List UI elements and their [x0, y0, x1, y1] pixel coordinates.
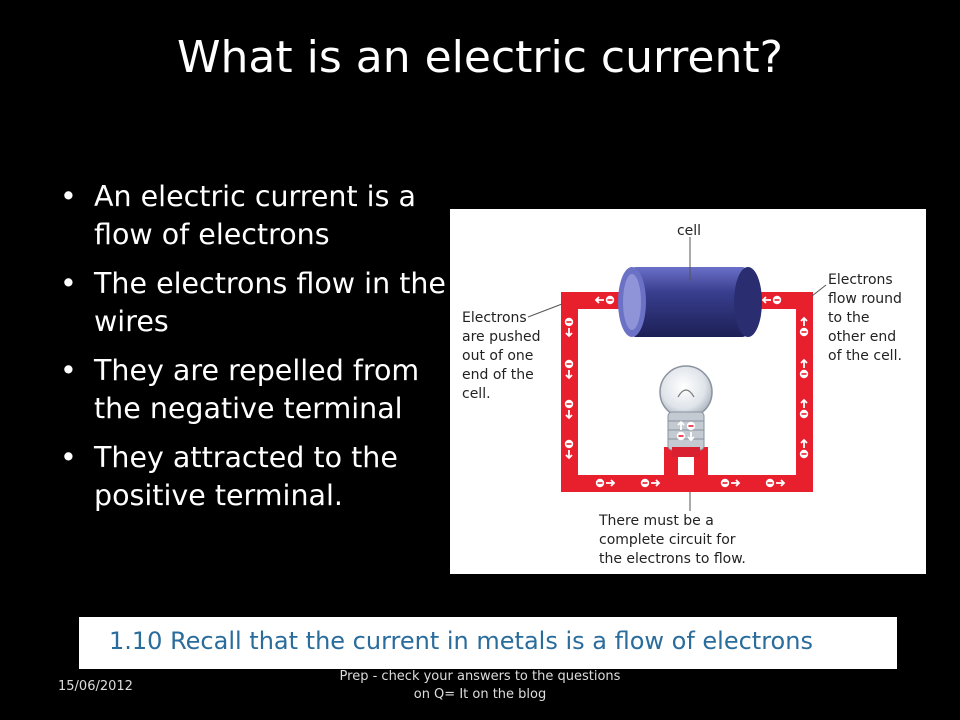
right-note: Electrons flow round to the other end of…: [828, 272, 902, 364]
electron-marker: [799, 358, 809, 379]
cell-label: cell: [677, 223, 701, 239]
electron-marker: [799, 398, 809, 419]
slide-date: 15/06/2012: [58, 679, 133, 694]
electron-marker: [564, 439, 574, 460]
bullet-dot: •: [60, 441, 77, 474]
note-line: are pushed: [462, 329, 541, 345]
note-line: other end: [828, 329, 896, 345]
circuit-diagram: cell Electrons are pushed out of one end…: [450, 209, 926, 574]
note-line: There must be a: [598, 513, 714, 529]
note-line: of the cell.: [828, 348, 902, 364]
bullet-item: • An electric current is a flow of electr…: [58, 178, 448, 254]
note-line: Electrons: [462, 310, 527, 326]
electron-marker: [799, 438, 809, 459]
cell-battery: [618, 237, 762, 337]
bullet-text: The electrons flow in the wires: [94, 267, 446, 338]
wire-segment: [561, 292, 578, 492]
bullet-dot: •: [60, 267, 77, 300]
left-note: Electrons are pushed out of one end of t…: [462, 310, 541, 402]
circuit-svg: cell Electrons are pushed out of one end…: [462, 223, 902, 567]
wire-segment: [796, 292, 813, 492]
note-line: cell.: [462, 386, 491, 402]
bullet-list: • An electric current is a flow of electr…: [58, 178, 448, 526]
callout-lines: [527, 284, 827, 511]
electron-marker: [564, 317, 574, 338]
electron-marker: [564, 359, 574, 380]
bulb-icon: [659, 365, 713, 457]
bullet-item: • The electrons flow in the wires: [58, 265, 448, 341]
electron-marker: [765, 478, 786, 488]
note-line: Electrons: [828, 272, 893, 288]
electron-marker: [720, 478, 741, 488]
electron-markers: [564, 295, 809, 488]
note-line: complete circuit for: [599, 532, 736, 548]
electron-marker: [676, 420, 686, 441]
note-line: the electrons to flow.: [599, 551, 746, 567]
bullet-item: • They are repelled from the negative ter…: [58, 352, 448, 428]
bottom-note: There must be a complete circuit for the…: [598, 513, 746, 567]
footer-note: Prep - check your answers to the questio…: [330, 668, 630, 704]
electron-marker: [761, 295, 782, 305]
note-line: end of the: [462, 367, 534, 383]
note-line: flow round: [828, 291, 902, 307]
bullet-text: An electric current is a flow of electro…: [94, 180, 416, 251]
footer-line: Prep - check your answers to the questio…: [339, 669, 621, 684]
bullet-item: • They attracted to the positive terminal…: [58, 439, 448, 515]
bullet-dot: •: [60, 180, 77, 213]
wire-segment: [561, 475, 813, 492]
bullet-dot: •: [60, 354, 77, 387]
slide-title: What is an electric current?: [177, 32, 783, 83]
electron-marker: [564, 399, 574, 420]
note-line: out of one: [462, 348, 533, 364]
electron-marker: [799, 316, 809, 337]
electron-marker: [686, 421, 696, 442]
electron-marker: [595, 478, 616, 488]
electron-marker: [640, 478, 661, 488]
spec-banner: 1.10 Recall that the current in metals i…: [79, 617, 897, 669]
note-line: to the: [828, 310, 869, 326]
bullet-text: They attracted to the positive terminal.: [94, 441, 398, 512]
footer-line: on Q= It on the blog: [413, 687, 547, 702]
electron-marker: [594, 295, 615, 305]
spec-text: 1.10 Recall that the current in metals i…: [109, 627, 813, 655]
bullet-text: They are repelled from the negative term…: [94, 354, 420, 425]
wire-loop: [561, 292, 813, 492]
